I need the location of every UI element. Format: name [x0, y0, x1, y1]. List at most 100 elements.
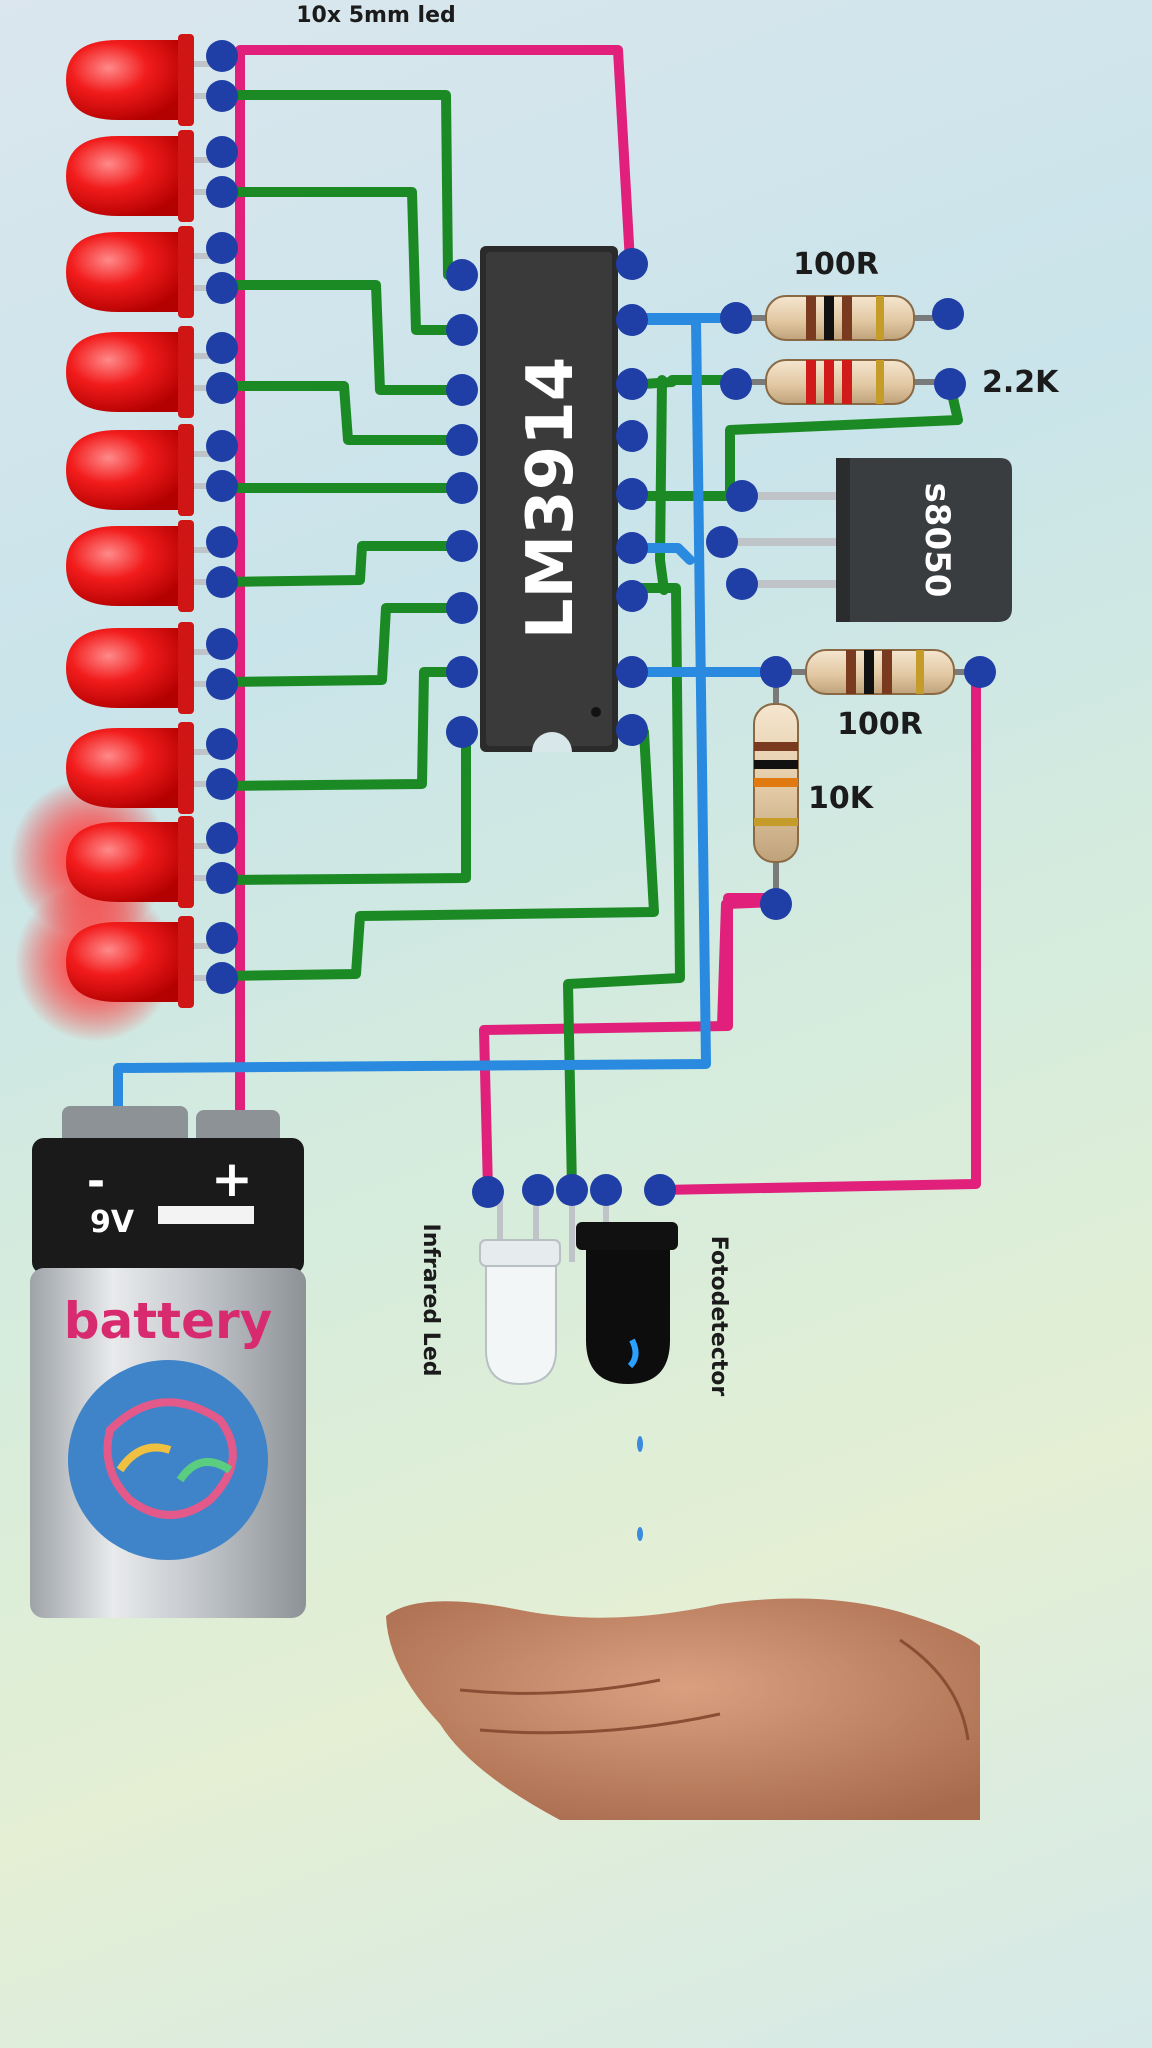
connection-pad: [206, 728, 238, 760]
led-7: [66, 622, 222, 714]
connection-pad: [472, 1176, 504, 1208]
connection-pad: [206, 822, 238, 854]
green-wire-led9: [217, 727, 471, 885]
connection-pad: [616, 656, 648, 688]
connection-pad: [206, 372, 238, 404]
resistor-10k-label: 10K: [808, 781, 875, 816]
infrared-led-label: Infrared Led: [418, 1224, 443, 1377]
ir-beam-dot-2: [637, 1527, 643, 1541]
green-wire-led4: [217, 381, 463, 445]
led-3: [66, 226, 222, 318]
green-wires: [217, 90, 963, 1195]
led-5: [66, 424, 222, 516]
green-wire-led8: [217, 667, 467, 791]
infrared-led: Infrared Led: [418, 1196, 561, 1386]
green-wire-led1: [217, 90, 463, 280]
connection-pad: [206, 628, 238, 660]
connection-pad: [206, 768, 238, 800]
led-1: [66, 34, 222, 126]
connection-pad: [720, 368, 752, 400]
red-wire-top: [235, 45, 635, 267]
connection-pad: [644, 1174, 676, 1206]
resistor-2k2: 2.2K: [740, 359, 1060, 405]
connection-pad: [206, 526, 238, 558]
connection-pad: [616, 304, 648, 336]
transistor-label: s8050: [917, 483, 957, 598]
photodetector: Fotodetector: [569, 1196, 731, 1541]
connection-pad: [206, 136, 238, 168]
connection-pad: [206, 430, 238, 462]
green-wire-led2: [217, 187, 463, 335]
connection-pad: [616, 248, 648, 280]
battery-brand-label: battery: [64, 1292, 273, 1350]
ic-chip: LM3914: [480, 246, 618, 752]
connection-pad: [206, 668, 238, 700]
battery: - + 9V battery: [30, 1106, 306, 1618]
green-wire-2k2-transistor: [725, 380, 963, 501]
diagram-title: 10x 5mm led: [296, 3, 456, 28]
connection-pad: [446, 716, 478, 748]
connection-pad: [934, 368, 966, 400]
connection-pad: [446, 472, 478, 504]
transistor: s8050: [722, 458, 1012, 622]
connection-pad: [206, 80, 238, 112]
connection-pad: [616, 420, 648, 452]
connection-pad: [726, 480, 758, 512]
connection-pad: [206, 566, 238, 598]
connection-pad: [206, 862, 238, 894]
resistor-100r-top: 100R: [740, 247, 944, 341]
ir-beam-dot-1: [637, 1436, 643, 1452]
led-10: [66, 916, 222, 1008]
connection-pad: [522, 1174, 554, 1206]
connection-pad: [206, 272, 238, 304]
green-wire-led6: [217, 541, 463, 587]
red-wires: [235, 45, 981, 1195]
connection-pad: [616, 478, 648, 510]
resistor-100r-bottom: 100R: [784, 649, 980, 742]
led-4: [66, 326, 222, 418]
connection-pad: [206, 40, 238, 72]
green-wire-led3: [217, 280, 463, 395]
resistor-100r-bottom-label: 100R: [837, 707, 923, 742]
battery-minus-label: -: [87, 1156, 105, 1207]
battery-logo: [68, 1360, 268, 1560]
resistor-2k2-label: 2.2K: [982, 365, 1060, 400]
connection-pad: [446, 374, 478, 406]
resistor-10k: 10K: [753, 676, 875, 904]
connection-pad: [206, 962, 238, 994]
led-2: [66, 130, 222, 222]
green-wire-detector: [563, 583, 685, 1195]
led-8: [66, 722, 222, 814]
connection-pad: [206, 470, 238, 502]
red-wire-10k: [717, 897, 779, 1031]
connection-pad: [206, 922, 238, 954]
resistor-100r-top-label: 100R: [793, 247, 879, 282]
connection-pad: [616, 368, 648, 400]
connection-pad: [446, 314, 478, 346]
ic-label: LM3914: [514, 357, 588, 640]
connection-pad: [616, 714, 648, 746]
connection-pad: [616, 580, 648, 612]
connection-pad: [446, 259, 478, 291]
connection-pad: [446, 530, 478, 562]
connection-pad: [760, 888, 792, 920]
red-wire-photodetector: [655, 663, 981, 1195]
battery-voltage-label: 9V: [90, 1205, 135, 1240]
connection-pad: [760, 656, 792, 688]
battery-plus-label: +: [211, 1150, 253, 1208]
green-wire-pin-ic-feed: [655, 375, 669, 595]
connection-pad: [616, 532, 648, 564]
connection-pads: [206, 40, 996, 1208]
connection-pad: [556, 1174, 588, 1206]
green-wire-led10: [217, 727, 659, 981]
connection-pad: [446, 592, 478, 624]
photodetector-label: Fotodetector: [706, 1236, 731, 1397]
red-wire-ir-led: [479, 893, 779, 1195]
connection-pad: [590, 1174, 622, 1206]
led-6: [66, 520, 222, 612]
green-wire-led7: [217, 603, 463, 687]
connection-pad: [446, 424, 478, 456]
connection-pad: [446, 656, 478, 688]
connection-pad: [726, 568, 758, 600]
